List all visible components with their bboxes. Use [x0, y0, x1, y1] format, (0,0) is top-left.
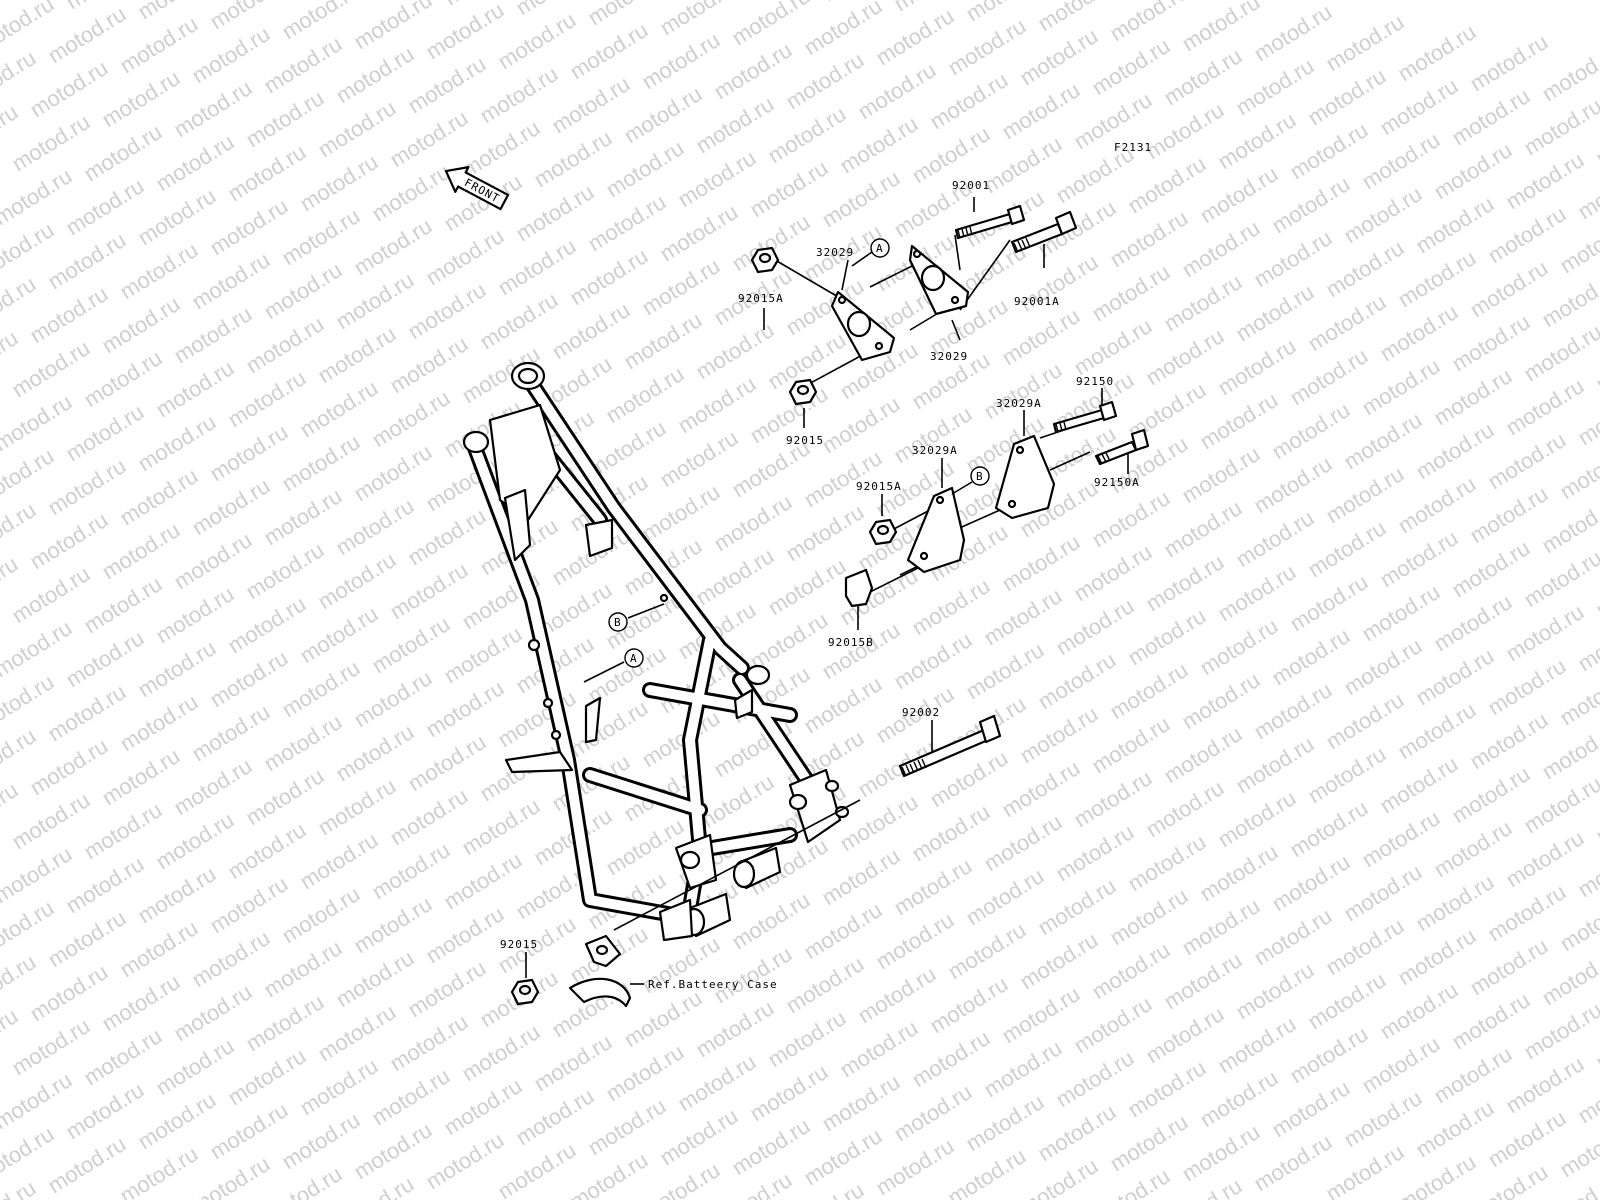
callout-a-frame: A — [583, 648, 644, 683]
nut-92015A-middle — [868, 518, 898, 546]
watermark-text: motod.ru — [1015, 1153, 1102, 1200]
label-92150A: 92150A — [1094, 476, 1140, 489]
label-ref-battery-case: Ref.Batteery Case — [648, 978, 778, 991]
nut-92015-upper — [788, 378, 818, 406]
label-32029A-right: 32029A — [996, 397, 1042, 410]
bolt-92002 — [898, 714, 1002, 778]
svg-text:A: A — [876, 242, 884, 255]
label-32029-left: 32029 — [816, 246, 854, 259]
watermark-text: motod.ru — [259, 1161, 346, 1200]
label-92001A: 92001A — [1014, 295, 1060, 308]
washer-plate-lower — [584, 934, 622, 968]
watermark-text: motod.ru — [0, 1175, 40, 1200]
motorcycle-frame — [462, 361, 850, 942]
callout-a-upper: A — [851, 238, 890, 267]
diagram-code: F2131 — [1114, 141, 1152, 154]
label-92015A-upper: 92015A — [738, 292, 784, 305]
svg-text:A: A — [630, 652, 638, 665]
label-92150: 92150 — [1076, 375, 1114, 388]
engine-mount-plate-32029A-left — [906, 486, 966, 574]
svg-text:B: B — [614, 616, 622, 629]
battery-case-ref-part — [568, 977, 632, 1008]
label-92001: 92001 — [952, 179, 990, 192]
watermark-text: motod.ru — [565, 1147, 652, 1200]
nut-92015A-upper — [750, 246, 780, 274]
label-92002: 92002 — [902, 706, 940, 719]
bolt-92001A — [1010, 210, 1078, 254]
label-92015B: 92015B — [828, 636, 874, 649]
engine-mount-plate-32029A-right — [994, 434, 1056, 520]
svg-text:B: B — [976, 470, 984, 483]
callout-b-frame: B — [608, 603, 665, 632]
bracket-92015B — [844, 568, 874, 608]
watermark-text: motod.ru — [187, 1151, 274, 1200]
label-92015A-middle: 92015A — [856, 480, 902, 493]
engine-mount-plate-32029-right — [908, 244, 970, 316]
nut-92015-lower — [510, 978, 540, 1006]
watermark-text: motod.ru — [637, 1157, 724, 1200]
engine-mount-plate-32029-left — [830, 290, 896, 362]
label-32029-right: 32029 — [930, 350, 968, 363]
callout-b-upper: B — [951, 466, 990, 495]
label-32029A-left: 32029A — [912, 444, 958, 457]
watermark-text: motod.ru — [1393, 1149, 1480, 1200]
bolt-92150A — [1094, 428, 1150, 466]
bolt-92001 — [954, 204, 1026, 240]
label-92015-lower: 92015 — [500, 938, 538, 951]
label-92015-upper: 92015 — [786, 434, 824, 447]
watermark-text: motod.ru — [1465, 1159, 1552, 1200]
bolt-92150 — [1052, 400, 1118, 434]
